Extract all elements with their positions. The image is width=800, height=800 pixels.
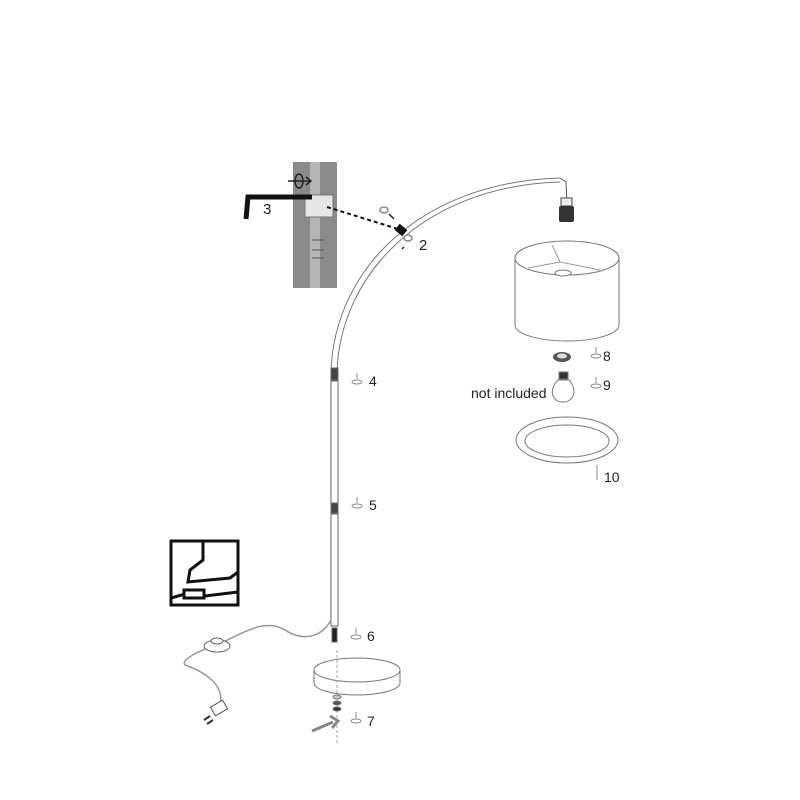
hex-key-icon	[243, 194, 312, 220]
part-label-5: 5	[369, 497, 377, 513]
part-label-9: 9	[603, 377, 611, 393]
bulb-not-included-note: not included	[471, 385, 547, 401]
rotation-markers	[350, 347, 602, 724]
wrench-icon	[311, 714, 341, 733]
part-label-2: 2	[419, 237, 428, 254]
detail-pointer	[326, 206, 399, 230]
part-label-7: 7	[367, 713, 375, 729]
arc-screw	[394, 223, 408, 237]
foot-switch	[203, 637, 231, 653]
part-label-4: 4	[369, 373, 377, 389]
lamp-base	[313, 650, 401, 745]
part-label-8: 8	[603, 348, 611, 364]
lamp-arc	[330, 177, 568, 373]
power-plug	[203, 699, 229, 725]
screw-2-parts	[379, 206, 413, 250]
lamp-shade	[514, 240, 620, 342]
part-label-6: 6	[367, 628, 375, 644]
shade-ring	[553, 352, 571, 362]
light-bulb	[551, 371, 575, 403]
foot-press-icon	[169, 539, 240, 607]
part-label-3: 3	[263, 201, 272, 218]
power-cable	[183, 619, 332, 706]
diffuser-ring	[515, 416, 619, 464]
part-label-10: 10	[604, 469, 620, 485]
joint-detail-photo	[293, 162, 337, 288]
rotate-arrow-icon	[288, 173, 313, 189]
lamp-pole	[330, 367, 339, 643]
lamp-socket	[559, 197, 574, 222]
